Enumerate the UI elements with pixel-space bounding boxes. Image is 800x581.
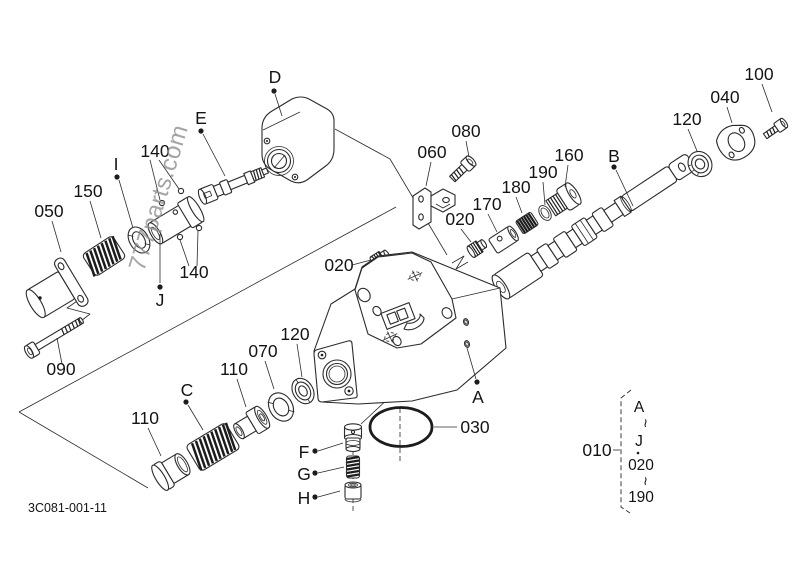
legend-group: A ~ J 020 ~ 190 (620, 389, 654, 514)
callout-060: 060 (417, 142, 446, 162)
part-170-piston (488, 225, 519, 254)
callout-010: 010 (582, 440, 611, 460)
callout-B: B (608, 146, 620, 166)
part-120-seal-right (687, 150, 713, 178)
callout-070: 070 (248, 341, 277, 361)
callout-E: E (195, 108, 207, 128)
cap-face-dot (38, 296, 42, 300)
callout-100: 100 (744, 64, 773, 84)
callout-080: 080 (451, 121, 480, 141)
part-110-bushing (233, 405, 271, 440)
part-B-spool (491, 154, 696, 300)
legend-number-start: 020 (628, 457, 654, 474)
part-H-seat (344, 481, 362, 503)
callout-C: C (181, 380, 194, 400)
part-020-plug-mid (466, 239, 488, 258)
part-D-cover (261, 96, 335, 184)
part-G-spring (345, 455, 361, 479)
part-040-flange (715, 124, 756, 161)
part-F-poppet (343, 423, 363, 453)
part-080-bolt (449, 155, 477, 183)
part-I-washer (127, 226, 151, 254)
legend-tilde-2: ~ (636, 476, 653, 485)
callout-110-low: 110 (131, 408, 159, 428)
legend-number-end: 190 (628, 489, 654, 506)
part-190-o-ring (538, 205, 552, 221)
legend-bracket (620, 389, 632, 514)
callout-190: 190 (528, 162, 557, 182)
break-zigzag-right (451, 255, 469, 270)
part-090-bolt (23, 317, 84, 359)
part-110-cup (151, 453, 191, 491)
callout-140-top: 140 (140, 141, 169, 161)
part-050-end-cap (25, 257, 89, 319)
legend-letter-end2: J (635, 433, 643, 450)
ball-4 (195, 224, 203, 232)
ball-2 (177, 187, 185, 195)
part-180-set-screw (515, 212, 539, 234)
callout-180: 180 (501, 177, 530, 197)
callout-050: 050 (34, 201, 63, 221)
part-C-spring (186, 422, 240, 471)
callout-G: G (297, 464, 311, 484)
part-160-plug (545, 182, 582, 217)
legend-tilde-1: ~ (636, 418, 653, 427)
callout-140-bottom: 140 (179, 262, 208, 282)
callout-J: J (156, 290, 165, 310)
callout-110-mid: 110 (220, 359, 248, 379)
callout-F: F (299, 442, 310, 462)
part-070-washer (267, 392, 295, 422)
part-valve-body (313, 251, 507, 405)
callout-D: D (269, 67, 282, 87)
part-140-balls (158, 187, 203, 241)
callout-labels: 050 150 I 140 E D J 090 140 020 060 080 … (34, 64, 773, 508)
axis-line-lower-left (18, 411, 149, 489)
part-J-sleeve (147, 196, 205, 245)
callout-090: 090 (46, 359, 75, 379)
part-030-o-ring (368, 406, 434, 448)
callout-020-top: 020 (324, 255, 353, 275)
part-100-bolt (762, 117, 789, 140)
callout-170: 170 (472, 194, 501, 214)
callout-120-left: 120 (280, 324, 309, 344)
leader-lines (51, 83, 773, 500)
callout-A: A (472, 387, 484, 407)
ball-3 (176, 233, 184, 241)
callout-H: H (298, 488, 311, 508)
part-E-spool (197, 167, 269, 205)
axis-line-upper-left (18, 206, 397, 413)
part-060-bracket (412, 187, 456, 230)
callout-040: 040 (710, 87, 739, 107)
doc-number: 3C081-001-11 (28, 501, 107, 515)
part-120-seal-left (291, 377, 315, 405)
callout-030: 030 (460, 417, 489, 437)
part-150-spring (82, 235, 126, 277)
callout-I: I (114, 154, 119, 174)
legend-letter-start: A (634, 399, 645, 416)
callout-160: 160 (554, 145, 583, 165)
callout-150: 150 (73, 181, 102, 201)
callout-120-right: 120 (672, 109, 701, 129)
callout-020-mid: 020 (445, 209, 474, 229)
legend-dot (636, 451, 640, 455)
ball-1 (158, 199, 166, 207)
